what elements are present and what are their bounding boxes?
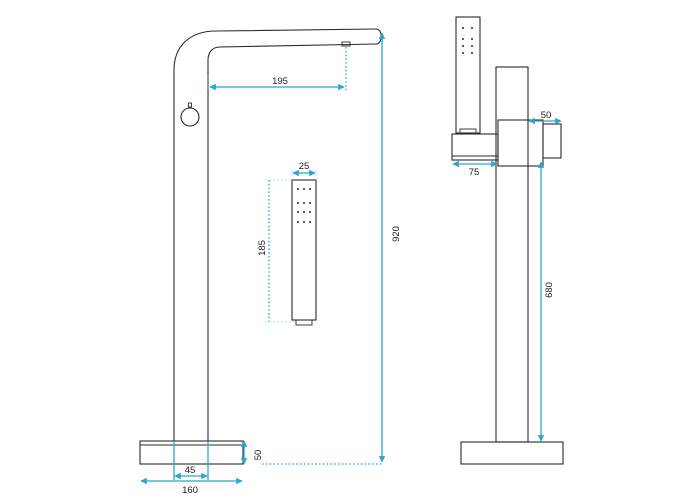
hand-shower-nozzles [297,188,311,223]
label-column-width: 45 [185,465,196,476]
side-hand-shower-nozzles [462,27,473,54]
side-hand-shower [455,16,481,134]
hand-shower-body [291,179,317,321]
label-hand-shower-width: 25 [299,161,310,172]
holder-bracket [497,119,544,167]
knob-indicator [188,102,192,108]
label-hand-shower-length: 185 [257,240,268,256]
label-holder-depth: 50 [541,110,552,121]
side-view-column: 50 75 680 [451,16,564,465]
label-holder-height: 680 [544,282,555,298]
mixer-base [139,440,244,465]
front-view-mixer: 195 920 50 45 160 [139,28,402,496]
side-connector [542,123,562,159]
label-holder-width: 75 [469,167,480,178]
mixer-body-outline [173,28,382,441]
hand-shower-detail: 25 185 [257,161,317,326]
label-spout-reach: 195 [272,76,288,87]
label-base-height: 50 [253,450,264,461]
label-total-height: 920 [391,226,402,242]
hand-shower-connector [295,319,313,326]
control-knob [180,107,200,127]
label-base-width: 160 [182,485,198,496]
spout-aerator [341,41,351,47]
side-base [460,441,564,465]
side-column [495,66,529,443]
